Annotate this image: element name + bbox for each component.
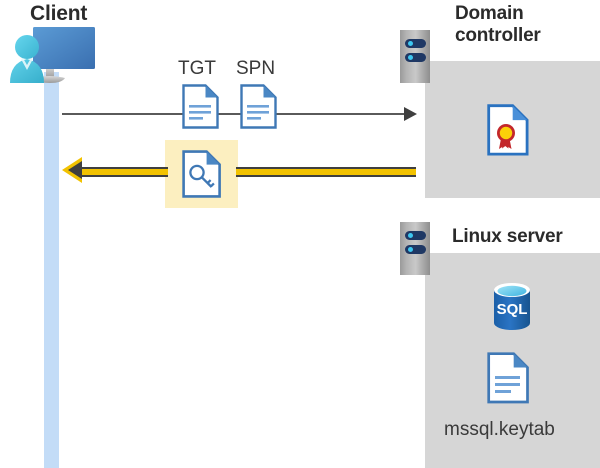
keytab-filename-label: mssql.keytab: [444, 419, 555, 440]
certificate-document-icon: [487, 104, 529, 161]
linux-server-title: Linux server: [452, 226, 563, 247]
domain-controller-title-line1: Domain: [455, 3, 524, 24]
tgt-document-icon: [182, 84, 219, 134]
domain-controller-title: Domain controller: [455, 3, 595, 48]
request-arrow-line: [62, 113, 410, 115]
sql-database-label: SQL: [497, 301, 528, 318]
client-title: Client: [30, 2, 88, 25]
domain-controller-title-line2: controller: [455, 25, 541, 47]
client-lifeline: [44, 72, 59, 468]
response-arrow-head-icon: [68, 161, 82, 179]
spn-label: SPN: [236, 58, 276, 79]
spn-document-icon: [240, 84, 277, 134]
linux-server-rack-icon: [400, 222, 430, 275]
tgt-label: TGT: [178, 58, 216, 79]
user-monitor-icon: [8, 25, 100, 92]
response-arrow-segment-left: [78, 167, 168, 177]
domain-controller-rack-icon: [400, 30, 430, 83]
sql-database-icon: SQL: [487, 281, 537, 338]
response-arrow-segment-right: [236, 167, 416, 177]
keytab-document-icon: [487, 352, 529, 409]
request-arrow-head-icon: [404, 107, 417, 121]
key-document-icon: [182, 150, 222, 203]
